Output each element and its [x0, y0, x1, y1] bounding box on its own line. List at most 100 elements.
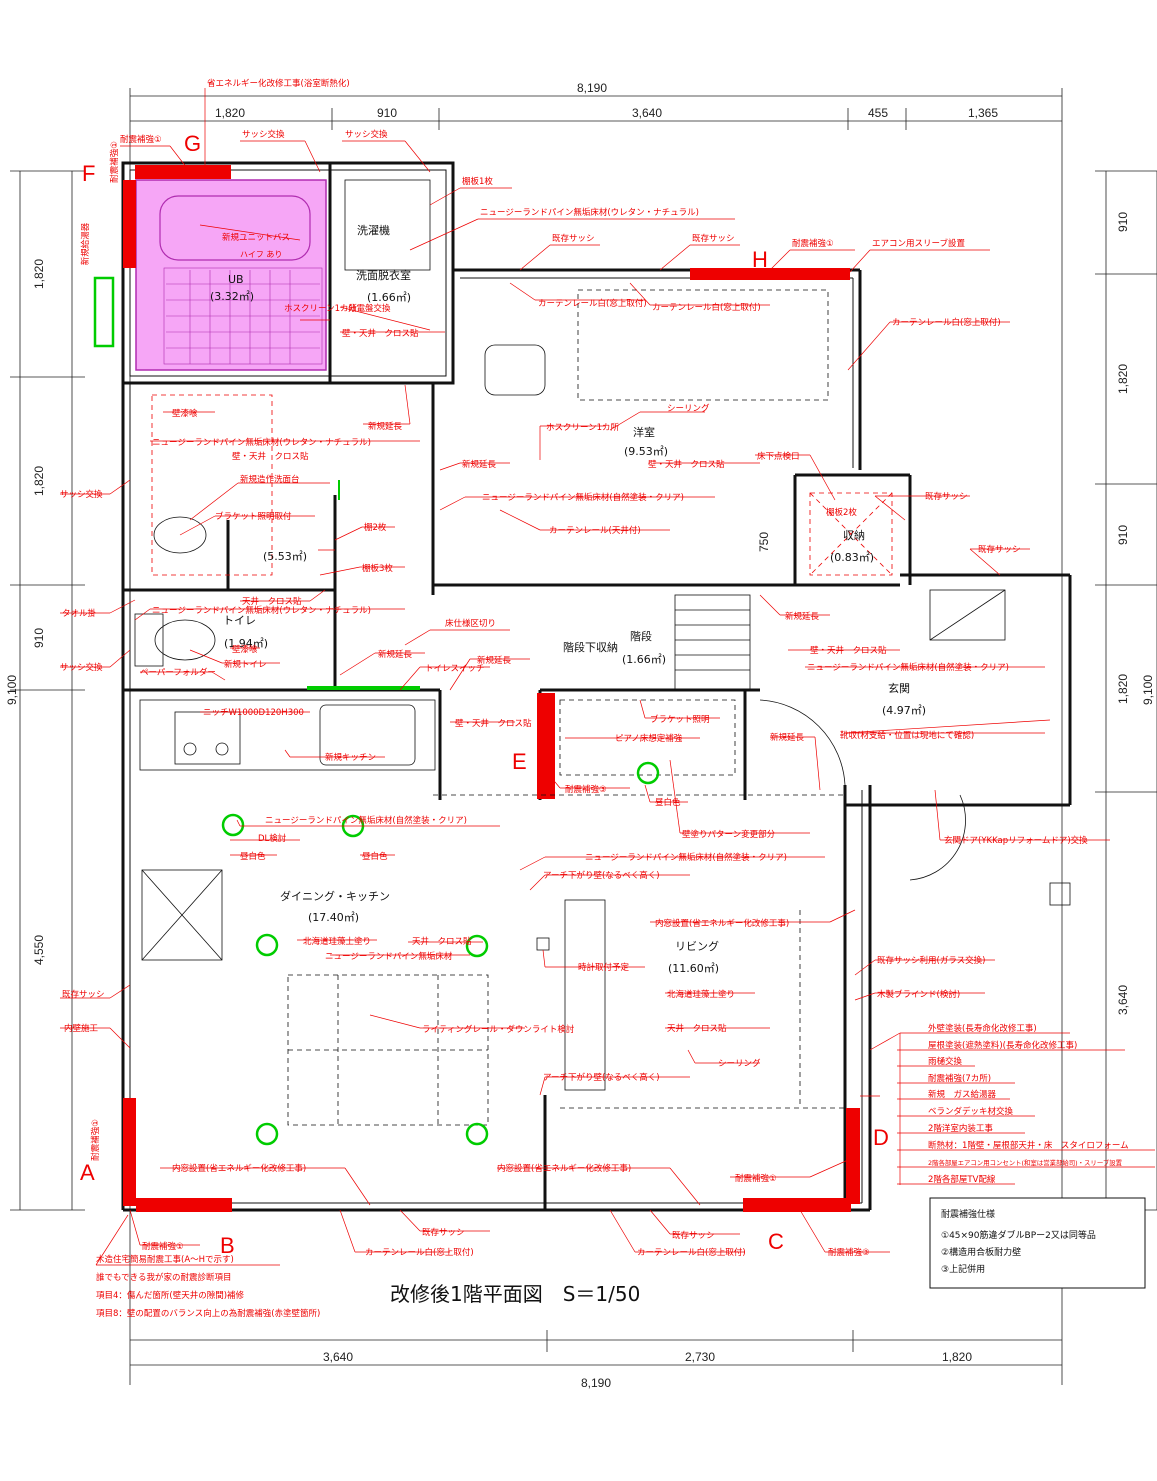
washroom-dashed: [151, 394, 273, 576]
note: 既存サッシ: [925, 491, 968, 502]
note: ニュージーランドパイン無垢床材(ウレタン・ナチュラル): [152, 605, 371, 616]
note: 内窓設置(省エネルギー化改修工事): [172, 1163, 306, 1174]
room-ub-area: (3.32㎡): [210, 290, 254, 303]
spec-line: ③上記併用: [941, 1263, 985, 1275]
right-work-list: 外壁塗装(長寿命化改修工事) 屋根塗装(遮熱塗料)(長寿命化改修工事) 雨樋交換…: [928, 1023, 1129, 1185]
note: 省エネルギー化改修工事(浴室断熱化): [207, 78, 350, 89]
dim-stair: 750: [757, 532, 771, 552]
room-sentakuki: 洗濯機: [357, 223, 390, 237]
note: ニュージーランドパイン無垢床材(自然塗装・クリア): [807, 662, 1009, 673]
dim-top-seg: 1,820: [215, 106, 245, 120]
note: 新規ユニットバス: [222, 232, 290, 243]
seismic-wall-c: [743, 1198, 851, 1212]
room-youshitsu-area: (9.53㎡): [624, 445, 668, 458]
entry-door-swing: [909, 794, 966, 881]
note: 昼白色: [240, 851, 266, 862]
seismic-wall-f: [123, 180, 136, 268]
note: ホスクリーン1カ所: [284, 303, 357, 314]
note: シーリング: [667, 403, 710, 414]
note: 棚2枚: [364, 522, 387, 533]
note: 床下点検口: [757, 451, 800, 462]
bottom-note: 項目4：傷んだ箇所(壁天井の隙間)補修: [96, 1290, 245, 1301]
marker-d: D: [873, 1125, 889, 1150]
note: トイレスイッチ: [425, 664, 485, 674]
dashed-elements: [151, 289, 893, 1126]
door-swing: [759, 699, 846, 786]
note: 新規延長: [378, 649, 413, 660]
bottom-note: 誰でもできる我が家の耐震診断項目: [96, 1272, 232, 1283]
note: DL検討: [258, 833, 287, 844]
note: 壁漆喰: [232, 644, 258, 655]
room-living-area: (11.60㎡): [668, 962, 719, 975]
note: 既存サッシ: [422, 1227, 465, 1238]
marker-b: B: [220, 1233, 235, 1258]
room-toilet: トイレ: [223, 614, 256, 627]
room-toilet-area: (1.94㎡): [224, 637, 268, 650]
downlight-circle: [465, 1122, 489, 1146]
room-genkan: 玄関: [888, 681, 910, 695]
note: アーチ下がり壁(なるべく高く): [543, 870, 660, 881]
dimension-labels: 8,190 1,820 910 3,640 455 1,365 3,640 2,…: [5, 81, 1155, 1390]
annotations: 省エネルギー化改修工事(浴室断熱化) 耐震補強① サッシ交換 サッシ交換 棚板1…: [60, 78, 1088, 1258]
seismic-wall-a: [123, 1098, 136, 1206]
spec-title: 耐震補強仕様: [941, 1208, 995, 1220]
bottom-note: 木造住宅簡易耐震工事(A～Hで示す): [96, 1254, 234, 1265]
downlight-circle: [255, 933, 279, 957]
note: サッシ交換: [60, 489, 103, 500]
marker-h: H: [752, 247, 768, 272]
note: 天井 クロス貼: [667, 1023, 727, 1034]
note: ニュージーランドパイン無垢床材(自然塗装・クリア): [482, 492, 684, 503]
room-dk-area: (17.40㎡): [308, 911, 359, 924]
note: 既存サッシ: [552, 233, 595, 244]
note: 玄関ドア(YKKapリフォームドア)交換: [944, 835, 1088, 846]
note: 既存サッシ: [672, 1230, 715, 1241]
room-youshitsu: 洋室: [633, 425, 655, 439]
note: 既存サッシ: [692, 233, 735, 244]
note: 耐震補強③: [828, 1247, 870, 1258]
dim-right-seg: 1,820: [1116, 364, 1130, 394]
note: 分電盤交換: [348, 303, 391, 314]
note: 新規キッチン: [325, 752, 376, 763]
dim-top-seg: 455: [868, 106, 888, 120]
note: 天井 クロス貼: [242, 596, 302, 607]
spec-box: 耐震補強仕様 ①45×90筋違ダブルBPー2又は同等品 ②構造用合板耐力壁 ③上…: [929, 1197, 1146, 1289]
note: 床仕様区切り: [445, 618, 496, 629]
wash-basin: [153, 516, 207, 554]
work-list-item: 2階洋室内装工事: [928, 1123, 993, 1134]
dim-left-seg: 4,550: [32, 935, 46, 965]
room-ub: UB: [228, 273, 244, 286]
work-list-item: 耐震補強(7カ所): [928, 1073, 991, 1084]
spec-line: ①45×90筋違ダブルBPー2又は同等品: [941, 1229, 1096, 1241]
room-kaidan-area: (1.66㎡): [622, 653, 666, 666]
note: 壁漆喰: [172, 408, 198, 419]
note: ライティングレール・ダウンライト検討: [422, 1024, 575, 1035]
note: 棚板2枚: [826, 507, 857, 518]
bottom-notes: 木造住宅簡易耐震工事(A～Hで示す) 誰でもできる我が家の耐震診断項目 項目4：…: [96, 1254, 320, 1319]
dim-top-seg: 3,640: [632, 106, 662, 120]
note: 昼白色: [655, 797, 681, 808]
note: ピアノ床想定補強: [615, 733, 683, 744]
note: 内窓設置(省エネルギー化改修工事): [655, 918, 789, 929]
column-box: [1049, 882, 1071, 906]
note: ブラケット照明: [650, 714, 710, 725]
note: 昼白色: [362, 851, 388, 862]
note: ニュージーランドパイン無垢床材: [325, 951, 453, 962]
table-placeholder: [141, 869, 223, 961]
note: サッシ交換: [242, 129, 285, 140]
note: 天井 クロス貼: [412, 936, 472, 947]
note: ニッチW1000D120H300: [203, 708, 304, 718]
downlight-circle: [255, 1122, 279, 1146]
note: 新規トイレ: [224, 659, 267, 670]
seismic-wall-d: [846, 1108, 860, 1204]
work-list-item: 外壁塗装(長寿命化改修工事): [928, 1023, 1037, 1034]
note: 壁・天井 クロス貼: [342, 328, 419, 339]
room-dk: ダイニング・キッチン: [280, 889, 390, 903]
note: 壁塗りパターン変更部分: [682, 829, 776, 840]
wall-inner-lines: [129, 169, 863, 1204]
note: 新規延長: [462, 459, 497, 470]
fixtures: [134, 179, 1071, 1091]
note: 耐震補強①: [109, 141, 120, 183]
storage-dashed: [809, 492, 893, 576]
note: 内壁施工: [64, 1023, 99, 1034]
note: ニュージーランドパイン無垢床材(自然塗装・クリア): [585, 852, 787, 863]
